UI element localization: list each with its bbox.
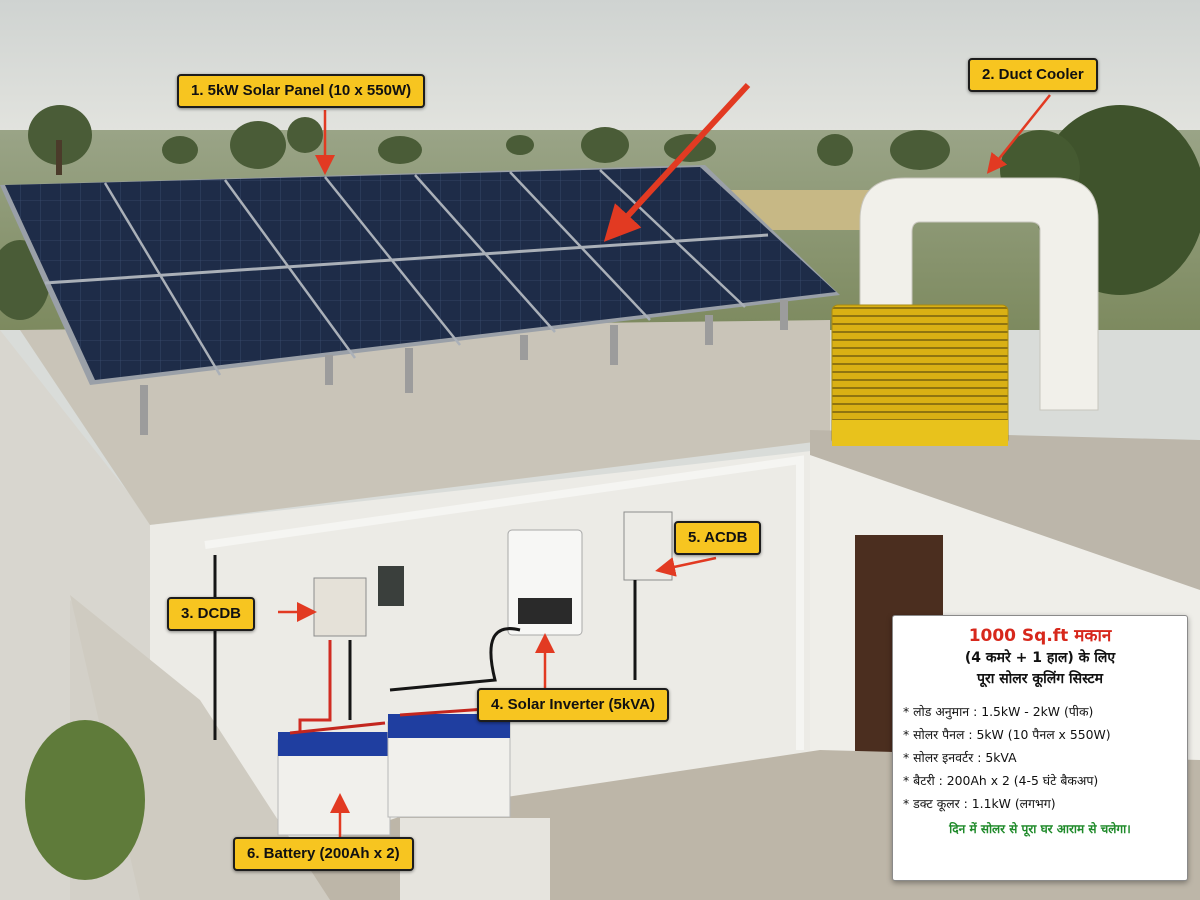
spec-item-inverter: सोलर इनवर्टर : 5kVA <box>903 746 1177 769</box>
spec-item-load: लोड अनुमान : 1.5kW - 2kW (पीक) <box>903 700 1177 723</box>
arrow-acdb <box>655 556 717 577</box>
system-info-box: 1000 Sq.ft मकान (4 कमरे + 1 हाल) के लिए … <box>892 615 1188 881</box>
duct-cooler <box>831 177 1099 446</box>
info-subtitle-line2: पूरा सोलर कूलिंग सिस्टम <box>977 671 1103 687</box>
spec-list: लोड अनुमान : 1.5kW - 2kW (पीक) सोलर पैनल… <box>903 700 1177 815</box>
spec-item-solar-panel: सोलर पैनल : 5kW (10 पैनल x 550W) <box>903 723 1177 746</box>
label-solar-panel: 1. 5kW Solar Panel (10 x 550W) <box>177 74 426 108</box>
label-acdb: 5. ACDB <box>674 521 762 555</box>
roof-slab <box>20 320 830 525</box>
spec-item-battery: बैटरी : 200Ah x 2 (4-5 घंटे बैकअप) <box>903 769 1177 792</box>
pointer-arrows <box>278 82 1051 838</box>
plant <box>25 720 145 880</box>
label-duct-cooler: 2. Duct Cooler <box>968 58 1098 92</box>
info-footer: दिन में सोलर से पूरा घर आराम से चलेगा। <box>949 822 1131 836</box>
red-arrow-icon <box>603 82 751 242</box>
right-roof <box>810 430 1200 590</box>
spec-item-duct-cooler: डक्ट कूलर : 1.1kW (लगभग) <box>903 792 1177 815</box>
info-title: 1000 Sq.ft मकान <box>968 626 1112 646</box>
arrow-duct-cooler <box>986 94 1051 174</box>
batteries <box>277 706 550 900</box>
info-subtitle-line1: (4 कमरे + 1 हाल) के लिए <box>964 650 1116 666</box>
label-battery: 6. Battery (200Ah x 2) <box>233 837 414 871</box>
label-dcdb: 3. DCDB <box>167 597 256 631</box>
label-solar-inverter: 4. Solar Inverter (5kVA) <box>477 688 669 722</box>
